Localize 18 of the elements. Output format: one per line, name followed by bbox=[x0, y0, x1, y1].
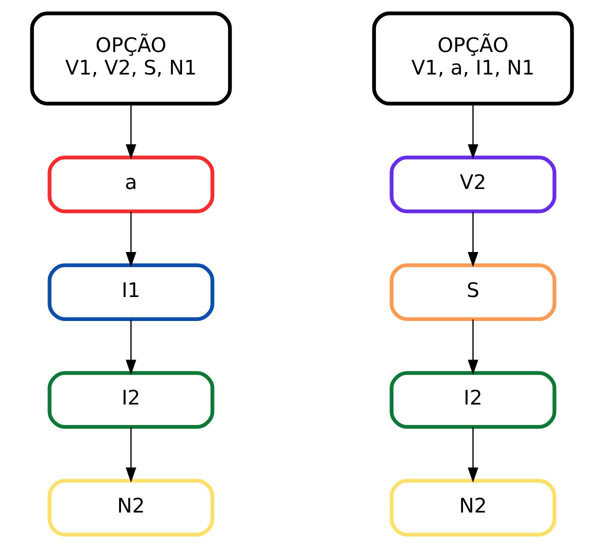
node-box: I2 bbox=[389, 371, 556, 429]
arrow bbox=[467, 212, 478, 268]
node-box: I1 bbox=[47, 263, 214, 321]
arrow bbox=[125, 212, 136, 268]
arrow bbox=[125, 104, 136, 160]
arrow bbox=[467, 427, 478, 483]
node-box: N2 bbox=[47, 478, 214, 536]
arrow bbox=[467, 104, 478, 160]
node-box: OPÇÃO V1, V2, S, N1 bbox=[30, 12, 232, 106]
node-box: N2 bbox=[389, 478, 556, 536]
arrow bbox=[467, 319, 478, 375]
node-box: a bbox=[47, 156, 214, 214]
arrow bbox=[125, 427, 136, 483]
node-box: V2 bbox=[389, 156, 556, 214]
node-box: I2 bbox=[47, 371, 214, 429]
node-box: S bbox=[389, 263, 556, 321]
node-box: OPÇÃO V1, a, I1, N1 bbox=[372, 12, 574, 106]
arrow bbox=[125, 319, 136, 375]
